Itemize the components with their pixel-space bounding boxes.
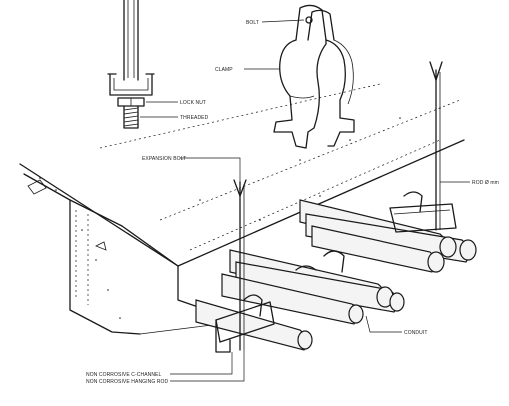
bolt-label: BOLT: [246, 20, 259, 26]
threaded-rod-detail: [107, 0, 155, 129]
clamp-detail: [273, 4, 355, 149]
hanging-rod-label: NON CORROSIVE HANGING ROD: [86, 379, 169, 385]
lock-nut-label: LOCK NUT: [180, 100, 206, 106]
clamp-label: CLAMP: [215, 67, 233, 73]
concrete-slab: [19, 83, 465, 335]
threaded-label: THREADED: [180, 115, 209, 121]
support-channels: [215, 191, 457, 353]
conduit-label: CONDUIT: [404, 330, 427, 336]
hanging-rods: [233, 61, 443, 351]
rod-label: ROD Ø mm: [472, 180, 499, 186]
conduit-group: [195, 199, 477, 351]
c-channel-label: NON CORROSIVE C-CHANNEL: [86, 372, 161, 378]
expansion-bolt-label: EXPANSION BOLT: [142, 156, 186, 162]
